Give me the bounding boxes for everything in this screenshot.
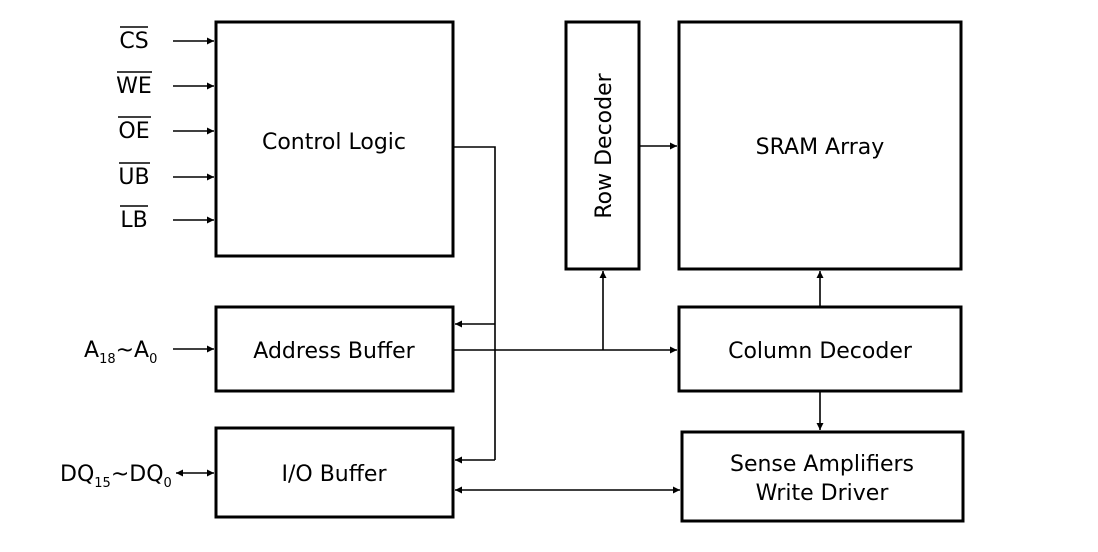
oe-signal-label: OE <box>118 119 149 144</box>
lb-signal-label: LB <box>120 208 147 233</box>
ub-signal-label: UB <box>118 165 149 190</box>
cs-signal-label: CS <box>119 29 148 54</box>
control-signal-we: WE <box>116 71 214 99</box>
control-bus-wire <box>453 146 496 460</box>
control-signal-ub: UB <box>118 162 214 190</box>
sram-array-block: SRAM Array <box>677 20 963 271</box>
control-signal-oe: OE <box>118 116 214 144</box>
sense-amplifiers-label: Sense Amplifiers <box>730 452 914 477</box>
address-buffer-label: Address Buffer <box>253 339 415 364</box>
control-logic-block: Control Logic <box>214 20 455 258</box>
control-logic-label: Control Logic <box>262 130 406 155</box>
address-signal-label: A18~A0 <box>84 338 157 367</box>
control-signal-cs: CS <box>119 26 214 54</box>
row-decoder-block: Row Decoder <box>564 20 641 271</box>
sram-array-label: SRAM Array <box>756 135 885 160</box>
address-buffer-block: Address Buffer <box>214 305 455 393</box>
row-decoder-label: Row Decoder <box>592 72 617 218</box>
control-signal-lb: LB <box>120 205 214 233</box>
io-buffer-block: I/O Buffer <box>214 426 455 519</box>
column-decoder-block: Column Decoder <box>677 305 963 393</box>
column-decoder-label: Column Decoder <box>728 339 913 364</box>
write-driver-label: Write Driver <box>756 481 890 506</box>
address-input: A18~A0 <box>84 338 214 367</box>
data-io: DQ15~DQ0 <box>60 462 214 491</box>
we-signal-label: WE <box>116 74 152 99</box>
data-signal-label: DQ15~DQ0 <box>60 462 172 491</box>
sense-amplifiers-block: Sense Amplifiers Write Driver <box>680 430 965 523</box>
io-buffer-label: I/O Buffer <box>282 462 388 487</box>
